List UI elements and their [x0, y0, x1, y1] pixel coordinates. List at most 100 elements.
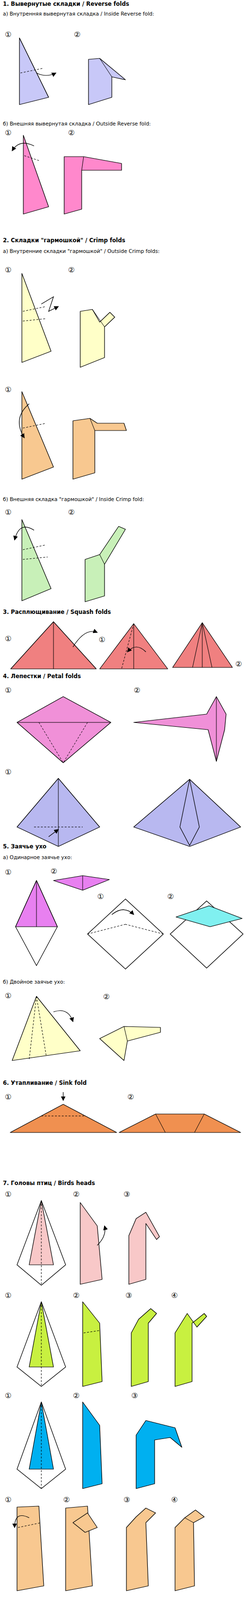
- sink-fold-figure: [10, 1091, 241, 1132]
- rabbit-ear-figure-part: [99, 1025, 161, 1060]
- bird-head-figure-part: [175, 1312, 207, 1386]
- section-heading: 3. Расплющивание / Squash folds: [2, 608, 111, 616]
- crimp-fold-figure: [14, 273, 127, 602]
- step-number: ①: [4, 990, 12, 1000]
- sink-fold-figure-part: [155, 1113, 166, 1132]
- step-number: ③: [123, 1494, 130, 1504]
- step-number: ④: [171, 1290, 178, 1300]
- step-number: ①: [4, 1390, 12, 1400]
- step-number: ①: [4, 1290, 12, 1300]
- reverse-fold-figure-part: [24, 155, 39, 161]
- crimp-fold-figure-part: [19, 403, 30, 438]
- rabbit-ear-figure-part: [170, 900, 244, 968]
- section-heading: 6. Утапливание / Sink fold: [2, 1079, 87, 1087]
- section-heading: 5. Заячье ухо: [2, 843, 47, 850]
- step-number: ①: [4, 1189, 12, 1199]
- reverse-fold-figure-part: [36, 72, 56, 76]
- petal-fold-figure-part: [17, 777, 100, 847]
- section-heading: 2. Складки "гармошкой" / Crimp folds: [2, 237, 126, 245]
- step-number: ①: [97, 891, 104, 901]
- squash-fold-figure-part: [192, 622, 203, 668]
- crimp-fold-figure-part: [21, 519, 52, 601]
- bird-head-figure-part: [41, 1301, 42, 1386]
- step-number: ③: [131, 1390, 138, 1400]
- step-number: ①: [4, 685, 12, 695]
- sink-fold-figure-part: [41, 1115, 86, 1116]
- rabbit-ear-figure-part: [125, 923, 164, 934]
- subsection-heading: б) Внешняя складка "гармошкой" / Inside …: [2, 495, 144, 503]
- step-number: ③: [123, 1189, 130, 1199]
- petal-fold-figure-part: [179, 778, 200, 846]
- step-number: ①: [4, 30, 12, 39]
- bird-head-figure-part: [136, 1419, 182, 1488]
- step-number: ③: [125, 1290, 132, 1300]
- sink-fold-figure-part: [194, 1113, 205, 1132]
- subsection-heading: а) Одинарное заячье ухо:: [2, 853, 72, 861]
- rabbit-ear-figure-part: [53, 875, 110, 890]
- reverse-fold-figure-part: [64, 156, 122, 214]
- crimp-fold-figure-part: [22, 544, 47, 550]
- crimp-fold-figure-part: [99, 554, 105, 565]
- petal-fold-figure-part: [216, 696, 217, 761]
- bird-head-figure-part: [17, 1521, 42, 1527]
- crimp-fold-figure-part: [22, 556, 48, 560]
- step-number: ②: [72, 1290, 80, 1300]
- crimp-fold-figure-part: [14, 526, 35, 540]
- crimp-fold-figure-part: [85, 526, 126, 602]
- step-number: ②: [127, 1092, 134, 1101]
- bird-head-figure-part: [126, 1507, 156, 1590]
- subsection-heading: б) Двойное заячье ухо:: [2, 978, 66, 985]
- bird-head-figure-part: [128, 1211, 160, 1284]
- subsection-heading: б) Внешняя вывернутая складка / Outside …: [2, 120, 151, 127]
- petal-fold-figure-part: [48, 829, 59, 837]
- subsection-heading: а) Внутренние складки "гармошкой" / Outs…: [2, 247, 160, 255]
- rabbit-ear-figure-part: [87, 898, 164, 969]
- bird-head-figure-part: [131, 1307, 157, 1386]
- sink-fold-figure-part: [119, 1113, 241, 1132]
- bird-head-figure-part: [175, 1509, 205, 1590]
- squash-fold-figure: [10, 621, 233, 669]
- rabbit-ear-figure-part: [82, 875, 84, 890]
- step-number: ①: [4, 265, 12, 275]
- rabbit-ear-figure-part: [12, 995, 81, 1060]
- subsection-heading: а) Внутренняя вывернутая складка / Insid…: [2, 10, 155, 18]
- step-number: ②: [72, 1189, 80, 1199]
- bird-head-figure-part: [17, 1301, 66, 1386]
- step-number: ①: [4, 385, 12, 394]
- crimp-fold-figure-part: [41, 296, 59, 312]
- squash-fold-figure-part: [202, 622, 212, 668]
- rabbit-ear-figure-part: [29, 995, 37, 1059]
- bird-head-figure-part: [82, 1301, 103, 1386]
- step-number: ②: [68, 507, 75, 517]
- squash-fold-figure-part: [72, 631, 98, 647]
- step-number: ①: [4, 128, 12, 138]
- petal-fold-figure-part: [58, 777, 59, 847]
- petal-fold-figure-part: [63, 722, 88, 763]
- bird-head-figure-part: [17, 1401, 66, 1488]
- reverse-fold-figure-part: [23, 135, 49, 214]
- section-heading: 1. Вывернутые складки / Reverse folds: [2, 0, 130, 8]
- rabbit-ear-figure-part: [176, 905, 243, 927]
- bird-head-figure: [14, 1199, 207, 1590]
- crimp-fold-figure-part: [21, 273, 52, 363]
- crimp-fold-figure-part: [22, 306, 47, 312]
- step-number: ②: [50, 866, 57, 876]
- crimp-fold-figure-part: [89, 418, 95, 431]
- petal-fold-figure-part: [38, 722, 64, 763]
- rabbit-ear-figure-part: [36, 880, 37, 927]
- step-number: ①: [4, 867, 12, 877]
- bird-head-figure-part: [82, 1401, 103, 1488]
- step-number: ②: [235, 659, 242, 669]
- step-number: ①: [4, 507, 12, 517]
- step-number: ②: [68, 128, 75, 138]
- crimp-fold-figure-part: [22, 423, 47, 428]
- crimp-fold-figure-part: [22, 318, 47, 321]
- reverse-fold-figure-part: [20, 68, 44, 73]
- bird-head-figure-part: [83, 1329, 100, 1333]
- step-number: ①: [4, 1092, 12, 1101]
- petal-fold-figure-part: [133, 696, 227, 761]
- bird-head-figure-part: [14, 1515, 30, 1528]
- step-number: ①: [4, 767, 12, 777]
- bird-head-figure-part: [97, 1225, 106, 1245]
- reverse-fold-figure-part: [81, 156, 84, 171]
